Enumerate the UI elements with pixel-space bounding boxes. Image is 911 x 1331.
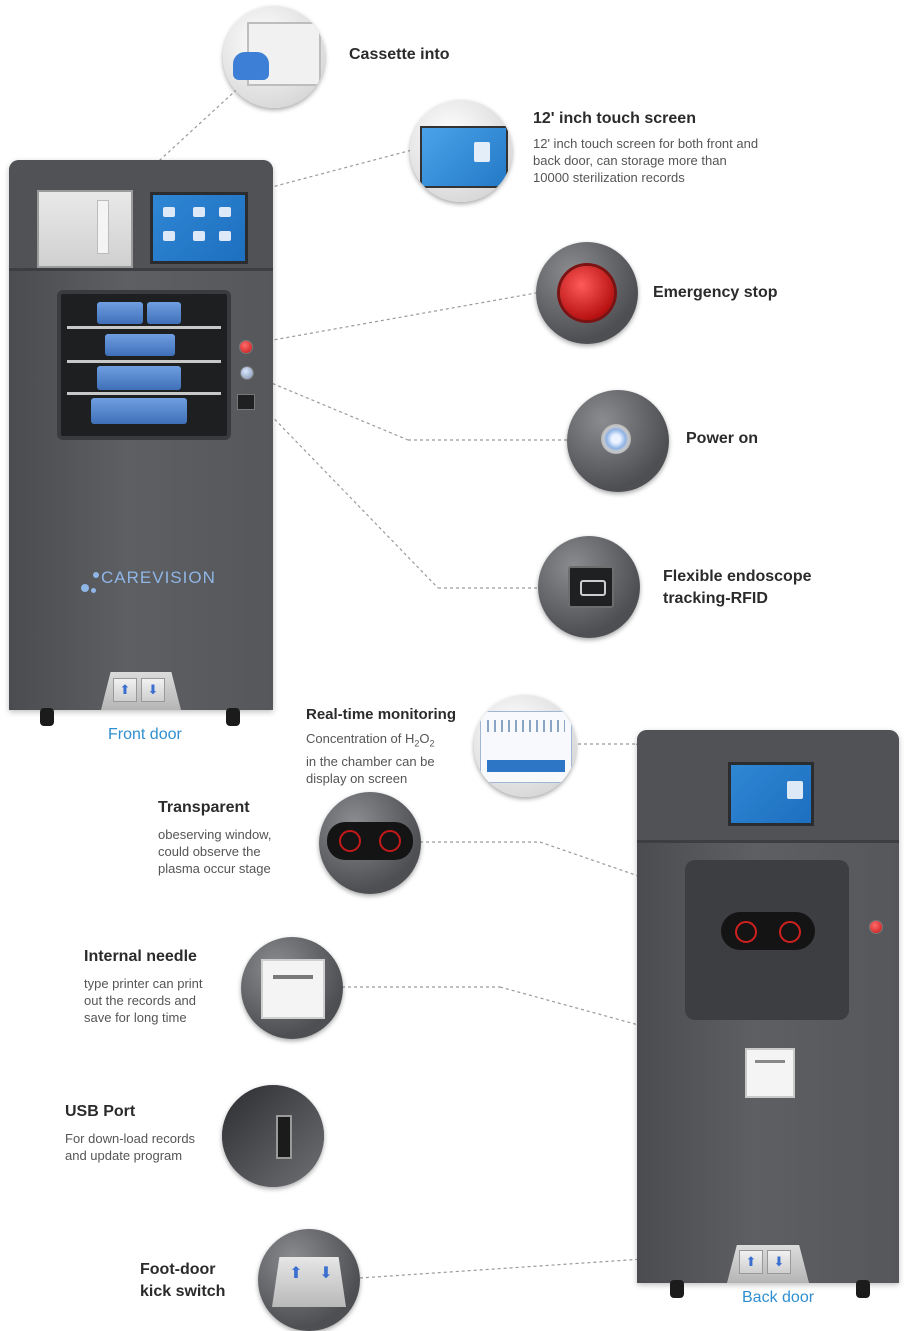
touch-screen-title: 12' inch touch screen [533, 110, 696, 127]
observation-window-frame [685, 860, 849, 1020]
front-touch-screen[interactable] [150, 192, 248, 264]
emergency-stop-button[interactable] [239, 340, 253, 354]
printer-title: Internal needle [84, 948, 197, 965]
arrow-down-icon: ⬇ [319, 1265, 333, 1282]
back-door-caption: Back door [742, 1289, 815, 1306]
monitoring-desc-text: Concentration of H [306, 731, 415, 746]
arrow-up-icon: ⬆ [289, 1265, 303, 1282]
monitoring-desc: Concentration of H2O2 in the chamber can… [306, 730, 476, 787]
rfid-title-line2: tracking-RFID [663, 590, 768, 607]
cassette-detail-circle [223, 6, 325, 108]
usb-title: USB Port [65, 1103, 136, 1120]
front-sterilizer: CAREVISION ⬆ ⬇ [9, 160, 273, 710]
transparent-title: Transparent [158, 799, 250, 816]
monitoring-desc-line2: in the chamber can be [306, 753, 435, 769]
foot-switch-title-line2: kick switch [140, 1283, 226, 1300]
front-wheel-right [226, 708, 240, 726]
rfid-detail-circle [538, 536, 640, 638]
foot-switch-title-line1: Foot-door [140, 1261, 216, 1278]
brand-logo: CAREVISION [101, 568, 216, 587]
window-icon [327, 822, 413, 860]
sterilization-chamber [57, 290, 231, 440]
monitoring-mid: O [419, 731, 430, 746]
monitor-screen-icon [480, 711, 572, 783]
front-wheel-left [40, 708, 54, 726]
back-sterilizer: ⬆ ⬇ [637, 730, 899, 1283]
back-wheel-left [670, 1280, 684, 1298]
touch-screen-desc: 12' inch touch screen for both front and… [533, 136, 759, 185]
front-pedal-down[interactable]: ⬇ [141, 678, 165, 702]
screen-icon [420, 126, 508, 188]
monitoring-detail-circle [474, 695, 576, 797]
power-on-detail-circle [567, 390, 669, 492]
monitoring-sub2: 2 [429, 738, 435, 749]
usb-detail-circle [222, 1085, 324, 1187]
cassette-slot[interactable] [37, 190, 133, 268]
front-door-caption: Front door [108, 726, 182, 743]
back-emergency-button[interactable] [869, 920, 883, 934]
front-pedal-up[interactable]: ⬆ [113, 678, 137, 702]
back-pedal-down[interactable]: ⬇ [767, 1250, 791, 1274]
power-button-icon [601, 424, 631, 454]
back-top-panel [637, 730, 899, 843]
monitoring-title: Real-time monitoring [306, 706, 457, 723]
monitoring-desc-line3: display on screen [306, 770, 408, 786]
emergency-stop-detail-circle [536, 242, 638, 344]
emergency-stop-title: Emergency stop [653, 284, 778, 301]
power-on-title: Power on [686, 430, 759, 447]
printer-icon [261, 959, 325, 1019]
back-touch-screen[interactable] [728, 762, 814, 826]
transparent-desc: obeserving window, could observe the pla… [158, 827, 272, 876]
front-top-panel [9, 160, 273, 271]
cassette-title: Cassette into [349, 46, 450, 63]
gloved-hand-icon [233, 52, 269, 80]
usb-desc: For down-load records and update program [65, 1131, 196, 1163]
observation-window [721, 912, 815, 950]
usb-port-icon [276, 1115, 292, 1159]
back-pedal-up[interactable]: ⬆ [739, 1250, 763, 1274]
rfid-card-icon [568, 566, 614, 608]
back-wheel-right [856, 1280, 870, 1298]
rfid-reader[interactable] [237, 394, 255, 410]
rfid-title-line1: Flexible endoscope [663, 568, 812, 585]
power-button[interactable] [240, 366, 254, 380]
foot-switch-detail-circle: ⬆ ⬇ [258, 1229, 360, 1331]
foot-pedal-icon [272, 1257, 346, 1307]
printer-detail-circle [241, 937, 343, 1039]
printer-desc: type printer can print out the records a… [84, 976, 203, 1025]
monitoring-sub1: 2 [414, 738, 420, 749]
touch-screen-detail-circle [410, 100, 512, 202]
transparent-detail-circle [319, 792, 421, 894]
back-printer[interactable] [745, 1048, 795, 1098]
emergency-stop-icon [560, 266, 614, 320]
